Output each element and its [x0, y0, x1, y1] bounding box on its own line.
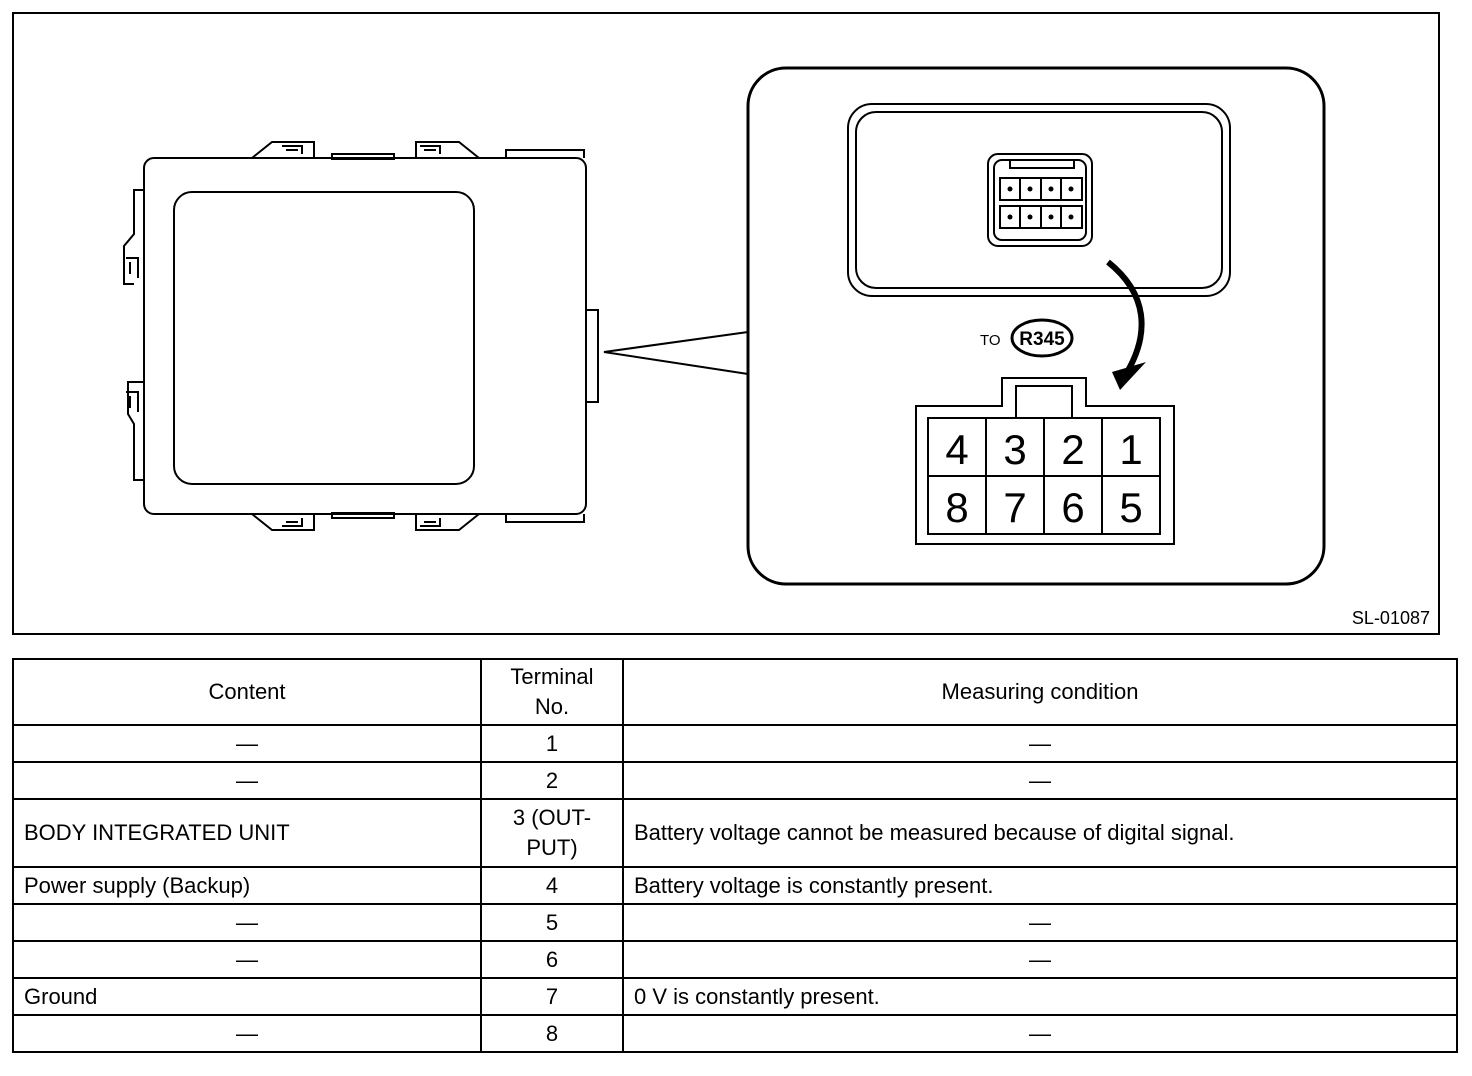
header-terminal-line2: No.: [534, 694, 570, 719]
pin-number: 6: [1061, 484, 1084, 531]
cell-content: Ground: [12, 977, 482, 1016]
diagram-drawing: TO R345 4 3 2 1 8 7 6 5: [123, 66, 1326, 586]
cell-condition: Battery voltage is constantly present.: [622, 866, 1458, 905]
cell-terminal: 6: [480, 940, 624, 979]
cell-terminal: 4: [480, 866, 624, 905]
arrow-head-icon: [1112, 362, 1146, 390]
control-unit: [123, 141, 599, 531]
pin-number: 4: [945, 426, 968, 473]
cell-condition: —: [622, 940, 1458, 979]
connector-diagram: TO R345 4 3 2 1 8 7 6 5 SL-01087: [12, 12, 1440, 635]
cell-condition: Battery voltage cannot be measured becau…: [622, 798, 1458, 868]
cell-condition: —: [622, 724, 1458, 763]
cell-content: Power supply (Backup): [12, 866, 482, 905]
connector-ref-prefix: TO: [980, 332, 1001, 349]
table-row: Power supply (Backup) 4 Battery voltage …: [12, 866, 1458, 905]
pin-number: 8: [945, 484, 968, 531]
table-row: — 8 —: [12, 1014, 1458, 1053]
pin-number: 2: [1061, 426, 1084, 473]
cell-content: —: [12, 940, 482, 979]
cell-terminal: 1: [480, 724, 624, 763]
connector-ref: R345: [1019, 329, 1065, 350]
cell-condition: —: [622, 903, 1458, 942]
cell-terminal: 5: [480, 903, 624, 942]
cell-terminal: 7: [480, 977, 624, 1016]
table-row: — 2 —: [12, 761, 1458, 800]
table-row: — 5 —: [12, 903, 1458, 942]
pin-number: 7: [1003, 484, 1026, 531]
pin-number: 1: [1119, 426, 1142, 473]
cell-terminal-line1: 3 (OUT-: [512, 805, 592, 830]
pin-number: 3: [1003, 426, 1026, 473]
cell-content: BODY INTEGRATED UNIT: [12, 798, 482, 868]
header-content: Content: [12, 658, 482, 726]
pin-number: 5: [1119, 484, 1142, 531]
header-condition: Measuring condition: [622, 658, 1458, 726]
cell-terminal-line2: PUT): [526, 835, 578, 860]
table-row: — 6 —: [12, 940, 1458, 979]
cell-content: —: [12, 761, 482, 800]
table-row: BODY INTEGRATED UNIT 3 (OUT- PUT) Battery…: [12, 798, 1458, 868]
cell-condition: —: [622, 1014, 1458, 1053]
cell-terminal: 2: [480, 761, 624, 800]
cell-terminal: 8: [480, 1014, 624, 1053]
cell-condition: 0 V is constantly present.: [622, 977, 1458, 1016]
cell-condition: —: [622, 761, 1458, 800]
connector-ref-oval: [1010, 318, 1074, 358]
table-row: Ground 7 0 V is constantly present.: [12, 977, 1458, 1016]
diagram-code: SL-01087: [1351, 608, 1430, 628]
table-row: — 1 —: [12, 724, 1458, 763]
cell-content: —: [12, 1014, 482, 1053]
header-terminal-line1: Terminal: [510, 664, 594, 689]
cell-content: —: [12, 903, 482, 942]
cell-terminal: 3 (OUT- PUT): [480, 798, 624, 868]
cell-content: —: [12, 724, 482, 763]
